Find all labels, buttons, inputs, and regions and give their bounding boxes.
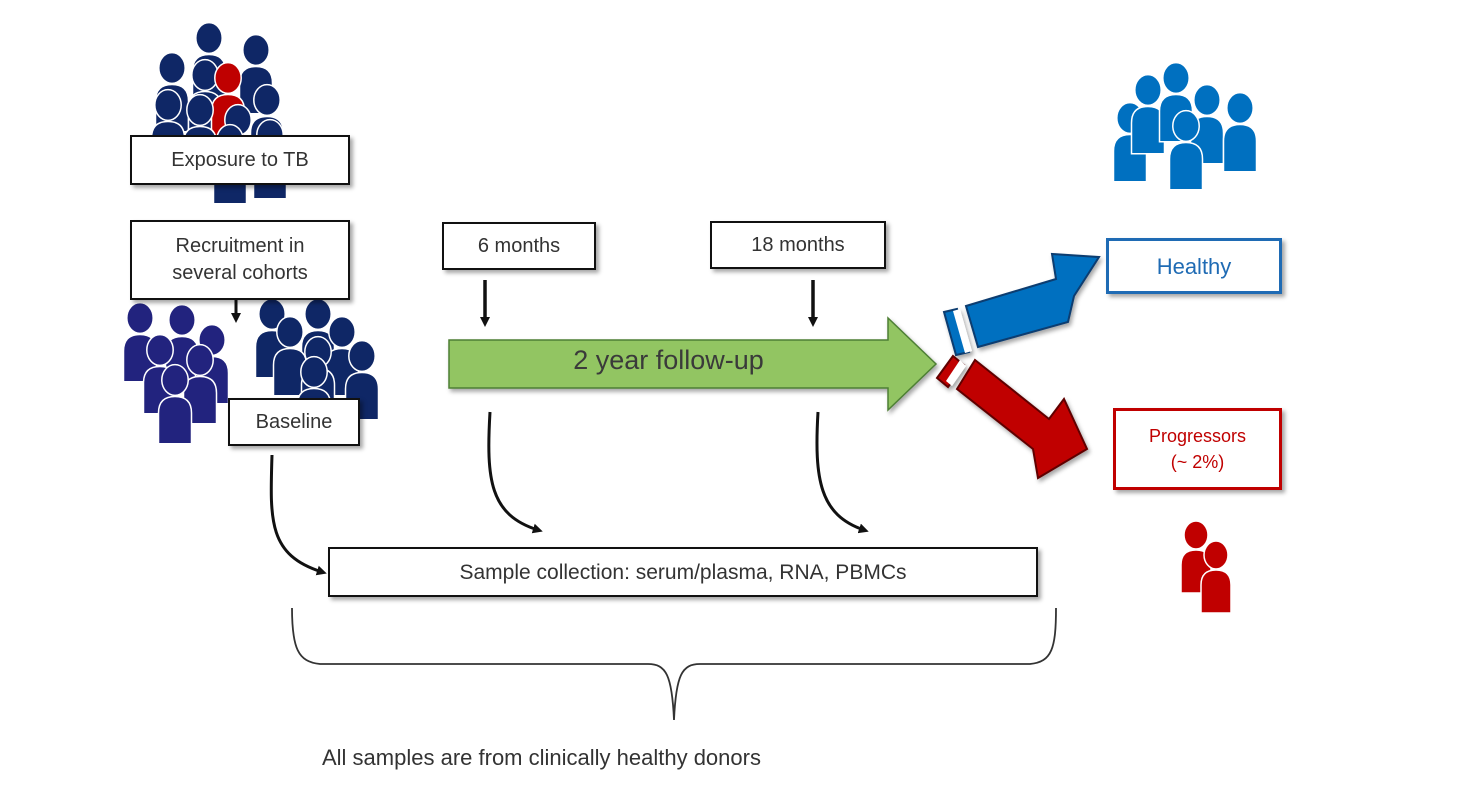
recruitment-label-line1: Recruitment in — [175, 235, 305, 257]
samples-brace — [291, 607, 1057, 721]
person-icon — [1130, 73, 1166, 155]
sample-collection-label: Sample collection: serum/plasma, RNA, PB… — [459, 560, 907, 584]
person-icon — [157, 363, 193, 445]
baseline-label: Baseline — [255, 410, 333, 433]
progressors-label-box: Progressors (~ 2%) — [1113, 408, 1282, 490]
exposure-label: Exposure to TB — [171, 148, 309, 171]
baseline-collection-arrow — [269, 454, 327, 576]
progressor-people-icon — [1180, 520, 1232, 614]
month6-collection-arrow — [487, 411, 543, 534]
sample-collection-box: Sample collection: serum/plasma, RNA, PB… — [328, 547, 1038, 597]
footnote: All samples are from clinically healthy … — [322, 745, 761, 770]
progressor-outcome-arrow — [935, 354, 1089, 480]
month18-label-box: 18 months — [710, 221, 886, 269]
month6-label-box: 6 months — [442, 222, 596, 270]
followup-arrow — [448, 316, 938, 412]
progressors-label-line2: (~ 2%) — [1170, 452, 1225, 472]
recruitment-label-line2: several cohorts — [172, 262, 308, 284]
healthy-outcome-arrow — [942, 252, 1101, 357]
baseline-label-box: Baseline — [228, 398, 360, 446]
month18-label: 18 months — [751, 233, 845, 256]
month18-collection-arrow — [815, 411, 869, 534]
exposure-label-box: Exposure to TB — [130, 135, 350, 185]
healthy-label: Healthy — [1156, 253, 1232, 279]
recruitment-label-box: Recruitment in several cohorts — [130, 220, 350, 300]
month6-label: 6 months — [477, 234, 561, 257]
healthy-label-box: Healthy — [1106, 238, 1282, 294]
person-icon — [1168, 109, 1204, 191]
person-icon — [1222, 91, 1258, 173]
person-icon — [1200, 540, 1232, 614]
healthy-people-group-icon — [1112, 61, 1258, 191]
progressors-label-line1: Progressors — [1148, 426, 1247, 446]
followup-label: 2 year follow-up — [573, 345, 764, 375]
